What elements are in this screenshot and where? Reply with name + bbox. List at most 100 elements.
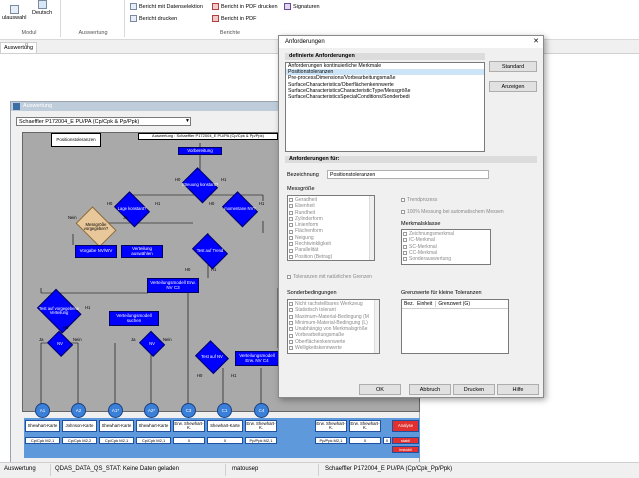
flow-box-vorgabe[interactable]: Vorgabe NV/WV (75, 245, 117, 258)
checkbox-row[interactable]: Welligkeitskennwerte (289, 345, 378, 351)
checkbox-row[interactable]: Vorbearbeitungsmaße (289, 332, 378, 338)
list-item[interactable]: Anforderungen kontinuierliche Merkmale (288, 63, 382, 69)
bezeichnung-input[interactable]: Positionstoleranzen (327, 170, 489, 179)
scrollbar[interactable] (374, 300, 379, 353)
checkbox-row[interactable]: IC-Merkmal (403, 237, 489, 243)
defined-requirements-list[interactable]: Anforderungen kontinuierliche Merkmale P… (285, 62, 485, 152)
checkbox[interactable] (289, 346, 293, 351)
checkbox[interactable] (289, 333, 293, 338)
checkbox-row[interactable]: Rundheit (289, 210, 373, 216)
checkbox-row[interactable]: SC-Merkmal (403, 244, 489, 250)
checkbox-row[interactable]: Flächenform (289, 228, 373, 234)
checkbox[interactable] (289, 308, 293, 313)
checkbox[interactable] (289, 254, 293, 259)
flow-node-a1-star[interactable]: A1* (108, 403, 123, 418)
list-item[interactable]: SurfaceCharacteristicsCharacteristicType… (288, 87, 411, 94)
checkbox[interactable] (289, 327, 293, 332)
tab-auswertung[interactable]: Auswertung (0, 42, 38, 53)
flow-box-verteilung-auswaehlen[interactable]: Verteilung auswählen (121, 245, 163, 258)
pdf-report-button[interactable]: Bericht in PDF (212, 14, 256, 23)
flow-node-a2[interactable]: A2 (71, 403, 86, 418)
checkbox-row[interactable]: Neigung (289, 235, 373, 241)
list-item-selected[interactable]: Positionstoleranzen (286, 69, 484, 76)
list-item[interactable]: SurfaceCharacteristicsSpecialConditions/… (288, 93, 410, 100)
checkbox-row[interactable]: Oberflächenkennwerte (289, 339, 378, 345)
checkbox[interactable] (403, 232, 407, 237)
checkbox-row[interactable]: Statistisch tolerant (289, 307, 378, 313)
checkbox[interactable] (287, 275, 291, 280)
flow-box-verteilungsmodell-c3[interactable]: Verteilungsmodell Erw. NV C3 (147, 278, 199, 293)
flow-decision-momentane[interactable]: momentane NV? (221, 195, 259, 223)
checkbox-row[interactable]: Sonderauswertung (403, 256, 489, 262)
flow-node-c4[interactable]: C4 (254, 403, 269, 418)
checkbox[interactable] (289, 302, 293, 307)
grid-cell-chart[interactable]: Shewhart-Karte (99, 420, 134, 432)
print-report-button[interactable]: Bericht drucken (130, 14, 177, 23)
checkbox-row[interactable]: Nicht rachstellbares Werkzeug (289, 301, 378, 307)
grid-cell-chart[interactable]: Shewhart-Karte (207, 420, 243, 432)
flow-node-c1[interactable]: C1 (217, 403, 232, 418)
merkmalsklasse-checklist[interactable]: Zeichnungsmerkmal IC-Merkmal SC-Merkmal … (401, 229, 491, 265)
messgroesse-checklist[interactable]: Geradheit Ebenheit Rundheit Zylinderform… (287, 195, 375, 261)
flow-decision-test-vorgegebene[interactable]: Test auf vorgegebene Verteilung (35, 293, 83, 329)
drucken-button[interactable]: Drucken (453, 384, 495, 395)
checkbox[interactable] (289, 235, 293, 240)
scrollbar[interactable] (369, 196, 374, 260)
ok-button[interactable]: OK (359, 384, 401, 395)
grid-cell-chart[interactable]: Shewhart-Karte (136, 420, 171, 432)
list-item[interactable]: SurfaceCharacteristics/Oberflächenkennwe… (288, 81, 394, 88)
grid-cell-chart[interactable]: Erw. Shewhart-K. (173, 420, 205, 432)
trendprozess-checkbox[interactable]: Trendprozess (401, 197, 437, 203)
hilfe-button[interactable]: Hilfe (497, 384, 539, 395)
chevron-down-icon[interactable]: ▼ (185, 118, 190, 124)
flow-box-verteilungsmodell-c4[interactable]: Verteilungsmodell Erw. NV C4 (235, 351, 279, 366)
report-data-selection-button[interactable]: Bericht mit Datenselektion (130, 2, 203, 11)
signatures-button[interactable]: Signaturen (284, 2, 320, 11)
module-selection-button[interactable]: ulauswahl (2, 5, 26, 25)
list-item[interactable]: Pre-processDimensions/Vorbearbeitungsmaß… (288, 75, 396, 82)
flow-node-a1[interactable]: A1 (35, 403, 50, 418)
evaluation-select[interactable]: Schaeffler P172004_E PU/PA (Cp/Cpk & Pp/… (16, 117, 191, 126)
grid-cell-chart[interactable]: Johnson-Karte (62, 420, 97, 432)
checkbox-row[interactable]: Unabhängig von Merkmalsgröße (289, 326, 378, 332)
checkbox-row[interactable]: Zeichnungsmerkmal (403, 231, 489, 237)
checkbox-row[interactable]: Parallelität (289, 247, 373, 253)
pin-icon[interactable]: ⌑ (25, 43, 29, 49)
checkbox[interactable] (289, 242, 293, 247)
anzeigen-button[interactable]: Anzeigen (489, 81, 537, 92)
grid-cell-chart[interactable]: Erw. Shewhart-K. (349, 420, 381, 432)
checkbox[interactable] (289, 210, 293, 215)
standard-button[interactable]: Standard (489, 61, 537, 72)
checkbox[interactable] (289, 217, 293, 222)
flow-decision-test-trend[interactable]: Test auf Trend (191, 237, 229, 265)
checkbox[interactable] (401, 210, 405, 215)
flow-decision-lage[interactable]: Lage konstant? (113, 195, 151, 223)
checkbox-row[interactable]: Geradheit (289, 197, 373, 203)
grid-cell-chart[interactable]: Shewhart-Karte (25, 420, 60, 432)
print-pdf-report-button[interactable]: Bericht in PDF drucken (212, 2, 278, 11)
checkbox[interactable] (289, 314, 293, 319)
checkbox-row[interactable]: Ebenheit (289, 203, 373, 209)
checkbox[interactable] (403, 257, 407, 262)
checkbox-row[interactable]: Rechtwinkligkeit (289, 241, 373, 247)
checkbox[interactable] (403, 238, 407, 243)
grid-cell-chart[interactable]: Erw. Shewhart-K. (245, 420, 277, 432)
grenzwerte-table[interactable]: Bez. Einheit Grenzwert (G) (401, 299, 509, 354)
grid-cell-chart[interactable]: Erw. Shewhart-K. (315, 420, 347, 432)
flow-decision-messgroesse[interactable]: Messgröße vorgegeben? (73, 211, 119, 243)
checkbox[interactable] (289, 229, 293, 234)
checkbox-row[interactable]: Position (Betrag) (289, 254, 373, 260)
checkbox[interactable] (289, 223, 293, 228)
checkbox[interactable] (289, 339, 293, 344)
flow-decision-nv-2[interactable]: NV (139, 333, 165, 355)
checkbox[interactable] (403, 251, 407, 256)
checkbox[interactable] (289, 248, 293, 253)
abbruch-button[interactable]: Abbruch (409, 384, 451, 395)
checkbox[interactable] (289, 198, 293, 203)
checkbox[interactable] (289, 321, 293, 326)
close-icon[interactable]: ✕ (533, 38, 539, 45)
flow-decision-nv-1[interactable]: NV (47, 333, 73, 355)
flow-decision-test-nv[interactable]: Test auf NV (195, 343, 229, 371)
checkbox-row[interactable]: Zylinderform (289, 216, 373, 222)
checkbox-row[interactable]: Minimum-Material-Bedingung (L) (289, 320, 378, 326)
